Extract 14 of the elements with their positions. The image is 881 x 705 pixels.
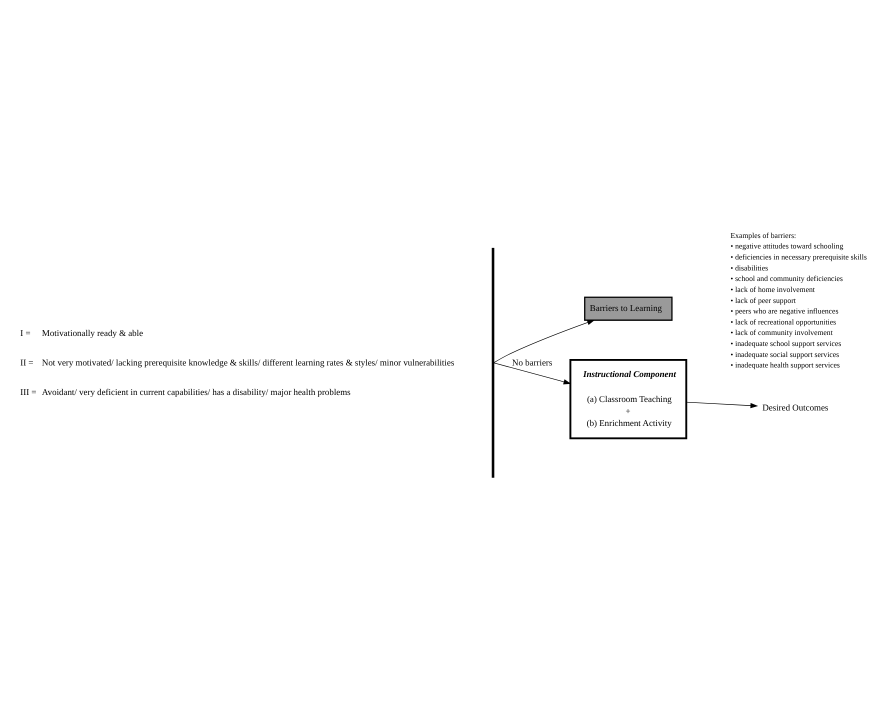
- node-bracket: [492, 248, 494, 478]
- label: Avoidant/ very deficient in current capabilities/ has a disability/ major health problems: [42, 386, 351, 397]
- arrow: [494, 362, 572, 384]
- arrow: [494, 320, 595, 363]
- arrow: [686, 402, 758, 408]
- node-box: Barriers to Learning: [584, 296, 673, 321]
- label: II =: [20, 358, 34, 368]
- edge-label: No barriers: [512, 358, 552, 368]
- node-box: Instructional Component (a) Classroom Teaching + (b) Enrichment Activity: [569, 359, 688, 440]
- label: Motivationally ready & able: [42, 328, 144, 338]
- label: Not very motivated/ lacking prerequisite knowledge & skills/ different learning rates & styles/ minor vulnerabilities: [42, 358, 454, 368]
- label: III =: [20, 386, 36, 397]
- label: I =: [20, 328, 30, 338]
- node-text: Desired Outcomes: [762, 402, 828, 412]
